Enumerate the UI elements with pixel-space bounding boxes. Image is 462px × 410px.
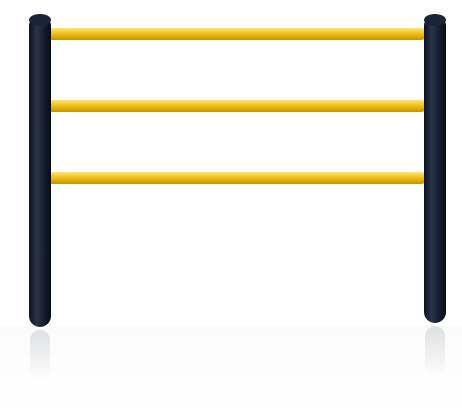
post-right (424, 14, 446, 323)
post-left (29, 14, 51, 327)
rails (47, 28, 427, 184)
floor-reflection (0, 326, 462, 410)
post-reflections (30, 326, 445, 380)
rail-middle (47, 100, 427, 112)
rail-bottom (47, 172, 427, 184)
rail-top (47, 28, 427, 40)
posts (29, 14, 446, 327)
